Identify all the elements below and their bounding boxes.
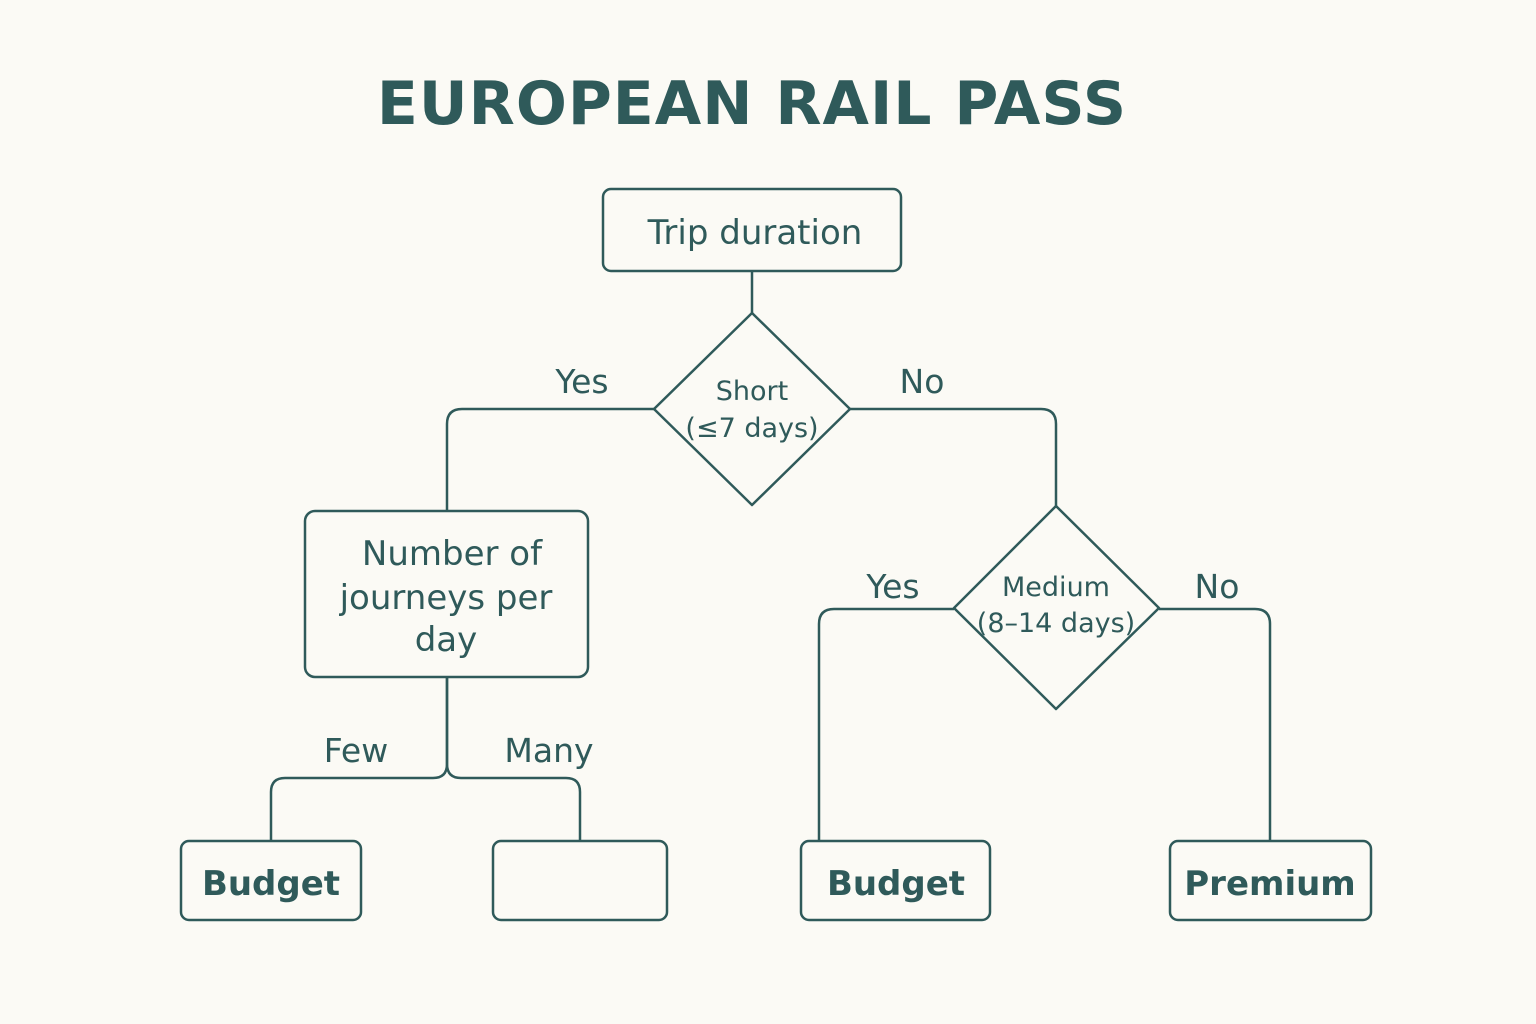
leaf-premium-label: Premium <box>1184 864 1355 904</box>
decision-medium-line-2: (8–14 days) <box>977 608 1135 639</box>
leaf-premium: Premium <box>1168 839 1373 922</box>
connector-short-no <box>850 407 1058 506</box>
node-journeys-per-day: Number of journeys per day <box>303 509 590 679</box>
node-journeys-line-2: journeys per <box>339 578 553 618</box>
connectors <box>269 271 1272 841</box>
edge-label-short-no: No <box>900 362 945 401</box>
decision-short-line-1: Short <box>716 376 788 407</box>
edge-label-medium-no: No <box>1195 567 1240 606</box>
decision-short-line-2: (≤7 days) <box>685 413 818 444</box>
connector-journeys-many <box>445 677 582 841</box>
leaf-budget-medium-label: Budget <box>827 864 965 904</box>
decision-medium: Medium (8–14 days) <box>952 504 1161 711</box>
node-journeys-line-1: Number of <box>362 534 543 574</box>
leaf-budget-few-label: Budget <box>202 864 340 904</box>
page-title: EUROPEAN RAIL PASS <box>377 69 1127 139</box>
decision-medium-line-1: Medium <box>1002 572 1110 603</box>
edge-label-medium-yes: Yes <box>865 567 919 606</box>
connector-short-yes <box>445 407 654 511</box>
node-journeys-line-3: day <box>415 620 478 660</box>
edge-label-short-yes: Yes <box>554 362 608 401</box>
connector-medium-yes <box>817 607 954 841</box>
leaf-budget-medium: Budget <box>799 839 992 922</box>
node-trip-duration: Trip duration <box>601 187 903 273</box>
decision-short: Short (≤7 days) <box>652 311 852 507</box>
connector-medium-no <box>1159 607 1272 841</box>
edge-label-journeys-few: Few <box>324 731 388 770</box>
leaf-many <box>491 839 669 922</box>
connector-journeys-few <box>269 677 449 841</box>
node-trip-duration-label: Trip duration <box>647 213 863 253</box>
leaf-budget-few: Budget <box>179 839 363 922</box>
edge-label-journeys-many: Many <box>504 731 593 770</box>
